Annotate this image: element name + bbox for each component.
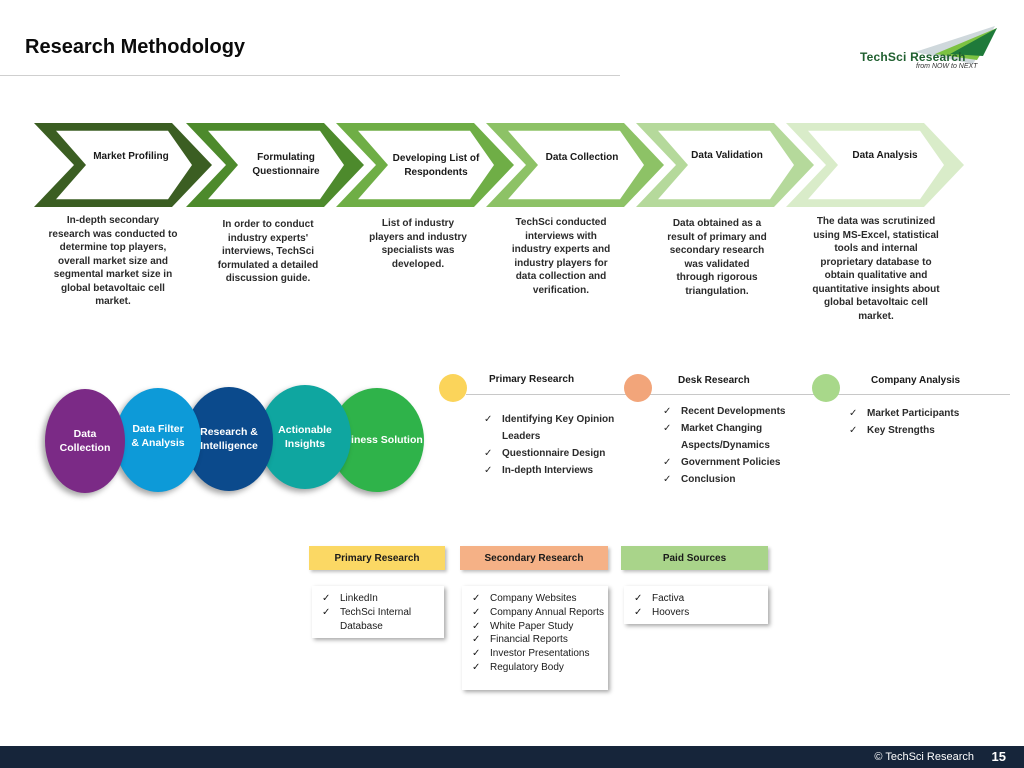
list-item: Recent Developments bbox=[661, 403, 801, 420]
list-item: Government Policies bbox=[661, 454, 801, 471]
category-title-desk: Desk Research bbox=[678, 375, 750, 386]
chevron-market-profiling-inner bbox=[56, 130, 192, 200]
primary-research-list: Identifying Key Opinion Leaders Question… bbox=[482, 411, 622, 479]
list-item: Hoovers bbox=[632, 606, 764, 620]
list-item: In-depth Interviews bbox=[482, 462, 622, 479]
source-box-secondary: Company Websites Company Annual Reports … bbox=[462, 586, 608, 690]
chevron-formulating-questionnaire-inner bbox=[208, 130, 344, 200]
chevron-data-validation-inner bbox=[658, 130, 794, 200]
step-description-market-profiling: In-depth secondary research was conducte… bbox=[48, 215, 178, 307]
step-description-data-collection: TechSci conducted interviews with indust… bbox=[511, 217, 611, 296]
source-box-paid: Factiva Hoovers bbox=[624, 586, 768, 624]
list-item: Market Changing Aspects/Dynamics bbox=[661, 420, 801, 454]
step-description-developing-list: List of industry players and industry sp… bbox=[369, 218, 467, 270]
company-analysis-dot-icon bbox=[812, 374, 840, 402]
step-label-developing-list: Developing List of Respondents bbox=[392, 153, 480, 178]
page-title: Research Methodology bbox=[25, 36, 246, 58]
source-header-paid: Paid Sources bbox=[621, 546, 768, 570]
process-chevrons bbox=[34, 123, 964, 207]
list-item: Investor Presentations bbox=[470, 647, 604, 661]
company-analysis-list: Market Participants Key Strengths bbox=[847, 405, 997, 439]
desk-research-dot-icon bbox=[624, 374, 652, 402]
step-label-data-collection: Data Collection bbox=[545, 152, 619, 163]
list-item: Regulatory Body bbox=[470, 661, 604, 675]
list-item: Questionnaire Design bbox=[482, 445, 622, 462]
source-box-primary: LinkedIn TechSci Internal Database bbox=[312, 586, 444, 638]
source-header-secondary: Secondary Research bbox=[460, 546, 608, 570]
footer-copyright: © TechSci Research bbox=[874, 751, 974, 763]
step-description-data-analysis: The data was scrutinized using MS-Excel,… bbox=[812, 216, 940, 322]
list-item: Company Websites bbox=[470, 592, 604, 606]
list-item: LinkedIn bbox=[320, 592, 440, 606]
step-description-data-validation: Data obtained as a result of primary and… bbox=[667, 218, 767, 297]
source-header-primary: Primary Research bbox=[309, 546, 445, 570]
list-item: Factiva bbox=[632, 592, 764, 606]
step-label-formulating-questionnaire: Formulating Questionnaire bbox=[252, 152, 320, 177]
primary-research-dot-icon bbox=[439, 374, 467, 402]
techsci-logo-icon bbox=[915, 26, 997, 64]
chevron-developing-list-inner bbox=[358, 130, 494, 200]
step-label-data-validation: Data Validation bbox=[691, 150, 763, 161]
logo-tagline: from NOW to NEXT bbox=[916, 63, 978, 70]
chevron-data-collection-inner bbox=[508, 130, 644, 200]
step-description-formulating-questionnaire: In order to conduct industry experts' in… bbox=[217, 219, 319, 284]
category-title-company: Company Analysis bbox=[871, 375, 961, 386]
chevron-data-analysis-inner bbox=[808, 130, 944, 200]
logo-text: TechSci Research bbox=[860, 50, 966, 64]
page-number: 15 bbox=[991, 749, 1006, 764]
category-title-primary: Primary Research bbox=[489, 374, 575, 385]
list-item: Conclusion bbox=[661, 471, 801, 488]
process-data-filter-analysis: Data Filter & Analysis bbox=[115, 388, 201, 492]
list-item: Company Annual Reports bbox=[470, 606, 604, 620]
list-item: TechSci Internal Database bbox=[320, 606, 440, 634]
title-divider bbox=[0, 75, 620, 76]
list-item: Market Participants bbox=[847, 405, 997, 422]
list-item: Financial Reports bbox=[470, 633, 604, 647]
process-data-collection: Data Collection bbox=[45, 389, 125, 493]
process-actionable-insights: Actionable Insights bbox=[259, 385, 351, 489]
list-item: White Paper Study bbox=[470, 620, 604, 634]
list-item: Identifying Key Opinion Leaders bbox=[482, 411, 622, 445]
list-item: Key Strengths bbox=[847, 422, 997, 439]
step-label-data-analysis: Data Analysis bbox=[852, 150, 918, 161]
step-label-market-profiling: Market Profiling bbox=[93, 151, 169, 162]
desk-research-list: Recent Developments Market Changing Aspe… bbox=[661, 403, 801, 488]
footer-bar: © TechSci Research 15 bbox=[0, 746, 1024, 768]
category-divider bbox=[466, 394, 1010, 395]
